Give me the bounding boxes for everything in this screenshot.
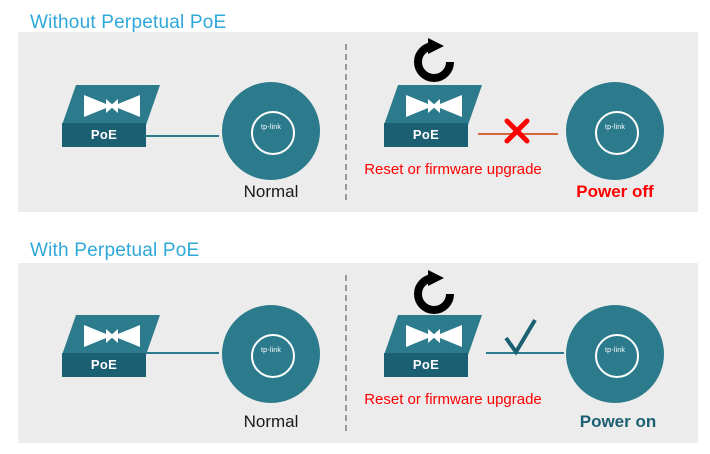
cross-icon: [504, 118, 530, 144]
switch-arrows-icon: [406, 95, 462, 117]
switch-poe-label: PoE: [90, 357, 118, 372]
switch-front-face: [62, 123, 146, 147]
switch-device-top-left: PoE: [62, 85, 160, 147]
ap-ring: [251, 111, 295, 155]
ap-brand-label: tp-link: [604, 124, 626, 131]
caption-top-left: Normal: [243, 182, 299, 201]
switch-arrows-icon: [84, 95, 140, 117]
caption-bottom-left: Normal: [243, 412, 299, 431]
ap-ring: [595, 334, 639, 378]
ap-brand-label: tp-link: [260, 347, 282, 354]
status-badge-top: Power off: [576, 182, 654, 201]
link-line-bottom-right: [486, 352, 564, 354]
link-line-top-left: [145, 135, 219, 137]
switch-device-bottom-right: PoE: [384, 315, 482, 377]
switch-device-top-right: PoE: [384, 85, 482, 147]
reload-icon-bottom: [414, 270, 454, 314]
section-title-without-perpetual-poe: Without Perpetual PoE: [30, 12, 227, 33]
ap-ring: [251, 334, 295, 378]
switch-front-face: [384, 123, 468, 147]
check-icon: [504, 318, 537, 356]
ap-brand-label: tp-link: [260, 124, 282, 131]
link-line-bottom-left: [145, 352, 219, 354]
ap-brand-label: tp-link: [604, 347, 626, 354]
switch-poe-label: PoE: [90, 127, 118, 142]
switch-front-face: [62, 353, 146, 377]
access-point-bottom-left: tp-link: [222, 305, 320, 403]
switch-poe-label: PoE: [412, 127, 440, 142]
status-badge-bottom: Power on: [579, 412, 657, 431]
reload-icon-top: [414, 38, 454, 82]
switch-poe-label: PoE: [412, 357, 440, 372]
switch-arrows-icon: [84, 325, 140, 347]
switch-front-face: [384, 353, 468, 377]
switch-arrows-icon: [406, 325, 462, 347]
access-point-bottom-right: tp-link: [566, 305, 664, 403]
access-point-top-right: tp-link: [566, 82, 664, 180]
access-point-top-left: tp-link: [222, 82, 320, 180]
switch-device-bottom-left: PoE: [62, 315, 160, 377]
panel-divider-bottom: [345, 275, 347, 431]
action-text-bottom: Reset or firmware upgrade: [364, 391, 542, 408]
ap-ring: [595, 111, 639, 155]
section-title-with-perpetual-poe: With Perpetual PoE: [30, 240, 200, 261]
action-text-top: Reset or firmware upgrade: [364, 161, 542, 178]
panel-divider-top: [345, 44, 347, 200]
